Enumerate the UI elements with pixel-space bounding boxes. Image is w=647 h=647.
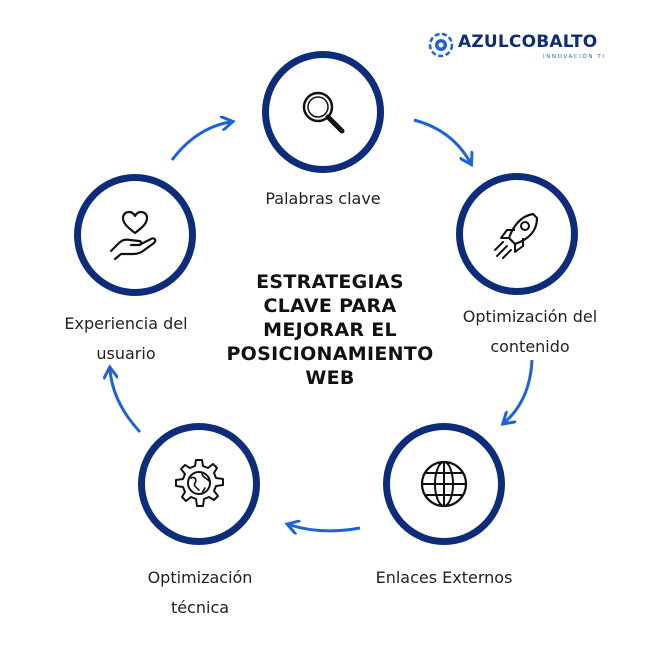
node-palabras-clave	[262, 51, 384, 173]
title-line: WEB	[305, 367, 355, 389]
label-line: Enlaces Externos	[375, 568, 513, 587]
arrow-experiencia-to-palabras	[170, 122, 230, 161]
node-optimizacion-tecnica	[138, 423, 260, 545]
title-line: ESTRATEGIAS	[256, 271, 404, 293]
arrow-tecnica-to-experiencia	[110, 370, 142, 434]
brand-name: AZULCOBALTO	[458, 32, 598, 52]
title-line: CLAVE PARA	[263, 295, 397, 317]
globe-icon	[420, 460, 468, 508]
label-optimizacion-tecnica: Optimización técnica	[110, 563, 290, 623]
label-line: contenido	[490, 337, 570, 356]
title-line: POSICIONAMIENTO	[226, 343, 434, 365]
brand-logo: AZULCOBALTO INNOVACIÓN TI	[428, 30, 628, 70]
label-line: Optimización del	[462, 307, 598, 326]
arrow-enlaces-to-tecnica	[290, 525, 361, 531]
brand-logo-icon	[428, 32, 454, 58]
title-line: MEJORAR EL	[263, 319, 397, 341]
label-optimizacion-contenido: Optimización del contenido	[430, 302, 630, 362]
label-line: Palabras clave	[265, 189, 381, 208]
label-line: técnica	[170, 598, 230, 617]
label-palabras-clave: Palabras clave	[233, 184, 413, 214]
label-line: Optimización	[147, 568, 253, 587]
magnifier-icon	[302, 91, 345, 134]
heart-hand-icon	[109, 210, 157, 261]
node-experiencia-usuario	[74, 174, 196, 296]
node-enlaces-externos	[383, 423, 505, 545]
arrow-palabras-to-contenido	[413, 118, 470, 162]
gear-globe-icon	[175, 459, 224, 507]
node-optimizacion-contenido	[456, 173, 578, 295]
label-enlaces-externos: Enlaces Externos	[354, 563, 534, 593]
rocket-icon	[494, 212, 539, 259]
arrow-contenido-to-enlaces	[505, 359, 534, 422]
label-line: usuario	[96, 344, 156, 363]
label-line: Experiencia del	[64, 314, 188, 333]
brand-tagline: INNOVACIÓN TI	[543, 54, 606, 60]
page-title: ESTRATEGIAS CLAVE PARA MEJORAR EL POSICI…	[225, 270, 435, 390]
label-experiencia-usuario: Experiencia del usuario	[36, 309, 216, 369]
